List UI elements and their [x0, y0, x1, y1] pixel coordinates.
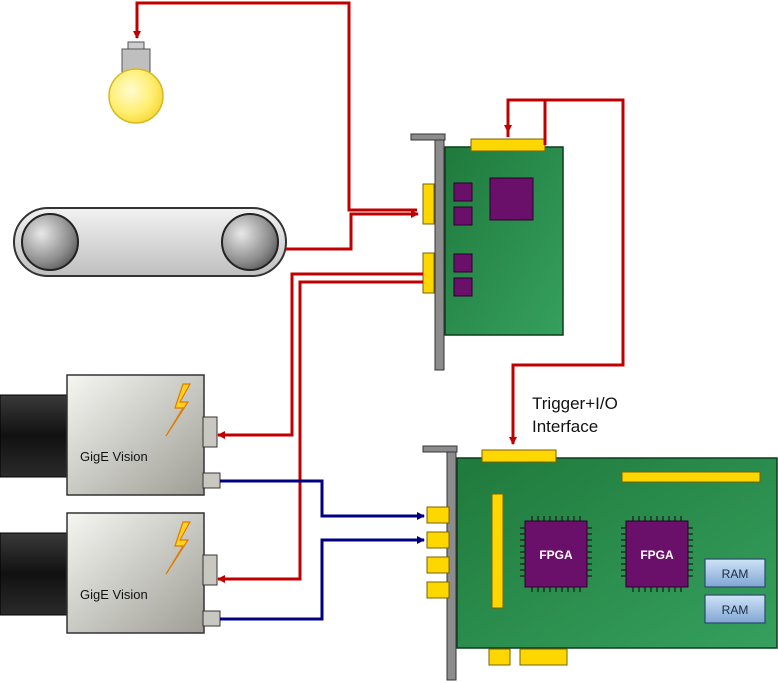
chip	[453, 253, 473, 273]
wire-card-link-tap	[506, 98, 545, 137]
frame-grabber-card: FPGA FPGA RAM RAM	[422, 445, 778, 681]
chip	[453, 277, 473, 297]
edge-connector	[470, 138, 546, 152]
wire-bulb-trigger	[133, 1, 417, 212]
camera-connector	[202, 554, 218, 586]
gige-port-1	[426, 506, 450, 524]
trigger-io-label-line1: Trigger+I/O	[532, 394, 618, 413]
processor-chip	[489, 177, 534, 221]
gige-port-3	[426, 556, 450, 574]
chip	[453, 206, 473, 226]
gige-camera-bottom: GigE Vision	[0, 512, 221, 634]
wire-trigger-camera-top	[217, 272, 423, 439]
ram-module-top: RAM	[704, 558, 766, 588]
wire-gige-camera-top	[220, 479, 425, 520]
camera-ethernet-port	[202, 610, 221, 627]
camera-lens	[0, 394, 69, 478]
camera-ethernet-port	[202, 472, 221, 489]
camera-lens	[0, 532, 69, 616]
lightning-bolt-icon	[165, 521, 192, 575]
bottom-connector	[488, 648, 511, 666]
gige-port-2	[426, 531, 450, 549]
wire-card-link	[509, 98, 625, 445]
bottom-connector	[519, 648, 568, 666]
ram-label: RAM	[722, 603, 749, 617]
lightning-bolt-icon	[165, 383, 192, 437]
gige-camera-top: GigE Vision	[0, 374, 221, 496]
conveyor-roller-right	[221, 213, 279, 271]
fpga-label: FPGA	[640, 548, 674, 562]
conveyor-roller-left	[21, 213, 79, 271]
light-bulb-icon	[108, 41, 164, 124]
fpga-chip-right: FPGA	[621, 516, 693, 592]
edge-connector	[481, 449, 557, 463]
chip	[453, 182, 473, 202]
io-connector-lower	[422, 252, 435, 294]
card-bracket	[434, 133, 445, 371]
wire-trigger-camera-bottom	[217, 280, 423, 583]
io-connector-upper	[422, 183, 435, 225]
camera-label: GigE Vision	[80, 587, 148, 602]
wire-gige-camera-bottom	[220, 536, 425, 621]
gige-port-4	[426, 581, 450, 599]
camera-label: GigE Vision	[80, 449, 148, 464]
conveyor-belt	[13, 207, 287, 277]
ram-label: RAM	[722, 567, 749, 581]
io-card-top	[410, 133, 564, 371]
camera-connector	[202, 416, 218, 448]
header-connector	[621, 471, 761, 483]
header-connector	[491, 493, 504, 609]
ram-module-bottom: RAM	[704, 594, 766, 624]
fpga-chip-left: FPGA	[520, 516, 592, 592]
fpga-label: FPGA	[539, 548, 573, 562]
trigger-io-label-line2: Interface	[532, 417, 598, 436]
wire-conveyor-encoder	[286, 210, 419, 251]
